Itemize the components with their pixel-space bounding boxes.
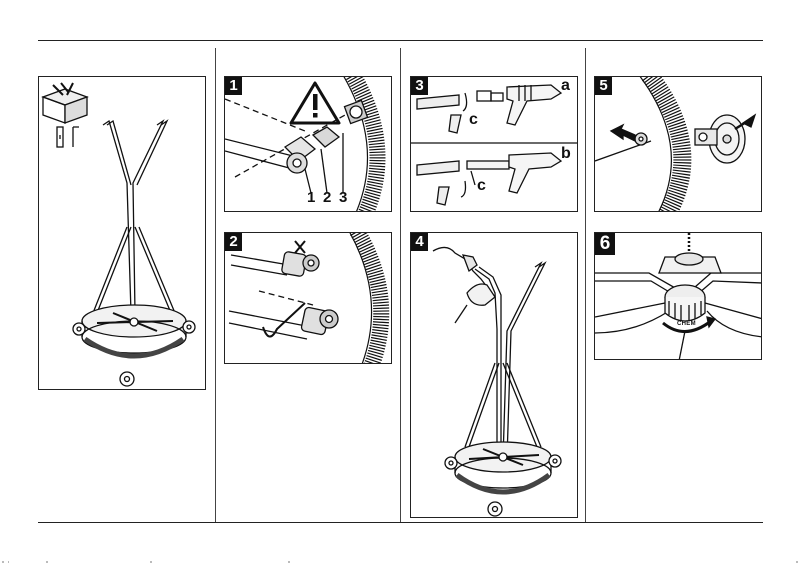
panel-overview: [38, 76, 206, 390]
callout-part-1: 1: [307, 189, 315, 206]
overview-illustration: [39, 77, 206, 390]
panel-step-5: 5: [594, 76, 762, 212]
step-6-illustration: [595, 233, 762, 360]
step-badge-6: 6: [595, 233, 615, 255]
step-badge-3: 3: [411, 77, 428, 95]
panel-step-4: 4: [410, 232, 578, 518]
callout-label-b: b: [561, 145, 571, 163]
hex-key-icon: [57, 127, 79, 147]
callout-part-2: 2: [323, 189, 331, 206]
column-divider-2: [400, 48, 401, 522]
callout-label-c-top: c: [469, 111, 478, 129]
column-divider-1: [215, 48, 216, 522]
callout-label-c-bottom: c: [477, 177, 486, 195]
footer-marks: [0, 559, 801, 567]
column-divider-3: [585, 48, 586, 522]
step-badge-1: 1: [225, 77, 242, 95]
step-4-illustration: [411, 233, 578, 518]
callout-label-a: a: [561, 77, 570, 95]
step-5-illustration: [595, 77, 762, 212]
panel-step-6: 6 CHEM: [594, 232, 762, 360]
step-badge-4: 4: [411, 233, 428, 251]
warning-triangle-icon: [291, 83, 339, 123]
top-rule: [38, 40, 763, 41]
panel-step-1: 1 1 2 3: [224, 76, 392, 212]
panel-step-3: 3 a c b c: [410, 76, 578, 212]
step-3-illustration: [411, 77, 578, 212]
panel-step-2: 2: [224, 232, 392, 364]
step-badge-5: 5: [595, 77, 612, 95]
package-box-icon: [43, 83, 87, 123]
step-badge-2: 2: [225, 233, 242, 251]
chem-label: CHEM: [677, 321, 696, 327]
callout-part-3: 3: [339, 189, 347, 206]
bottom-rule: [38, 522, 763, 523]
step-2-illustration: [225, 233, 392, 364]
